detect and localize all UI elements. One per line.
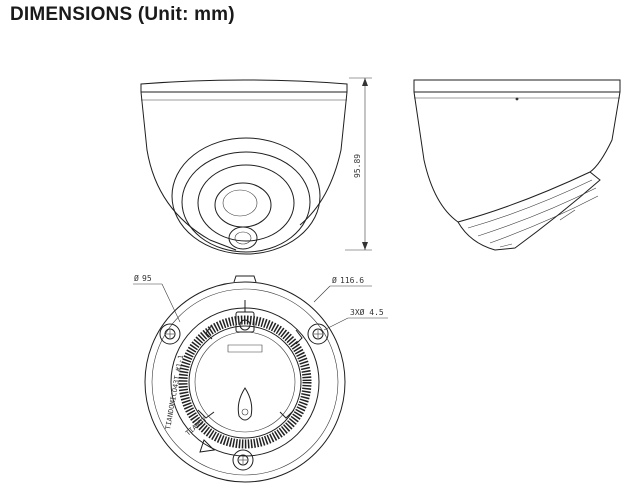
dome-diameter-symbol: Ø <box>332 275 337 285</box>
screw-hole-right <box>307 323 329 345</box>
screw-hole-bottom <box>232 449 254 471</box>
front-view: 95.89 <box>140 77 372 255</box>
base-diameter-symbol: Ø <box>134 273 139 283</box>
dome-diameter-label: 116.6 <box>340 276 364 285</box>
screw-hole-dimension-label: 3XØ 4.5 <box>350 307 384 317</box>
height-dimension-label: 95.89 <box>353 154 362 178</box>
base-arrow-icon <box>199 439 216 453</box>
side-view <box>413 79 621 251</box>
page-title: DIMENSIONS (Unit: mm) <box>10 4 235 25</box>
base-diameter-label: 95 <box>142 274 152 283</box>
screw-hole-left <box>159 323 181 345</box>
bottom-view: TIANDOMICO43T #1-1 TIANDY Ø 95 Ø 116.6 3… <box>133 273 388 483</box>
